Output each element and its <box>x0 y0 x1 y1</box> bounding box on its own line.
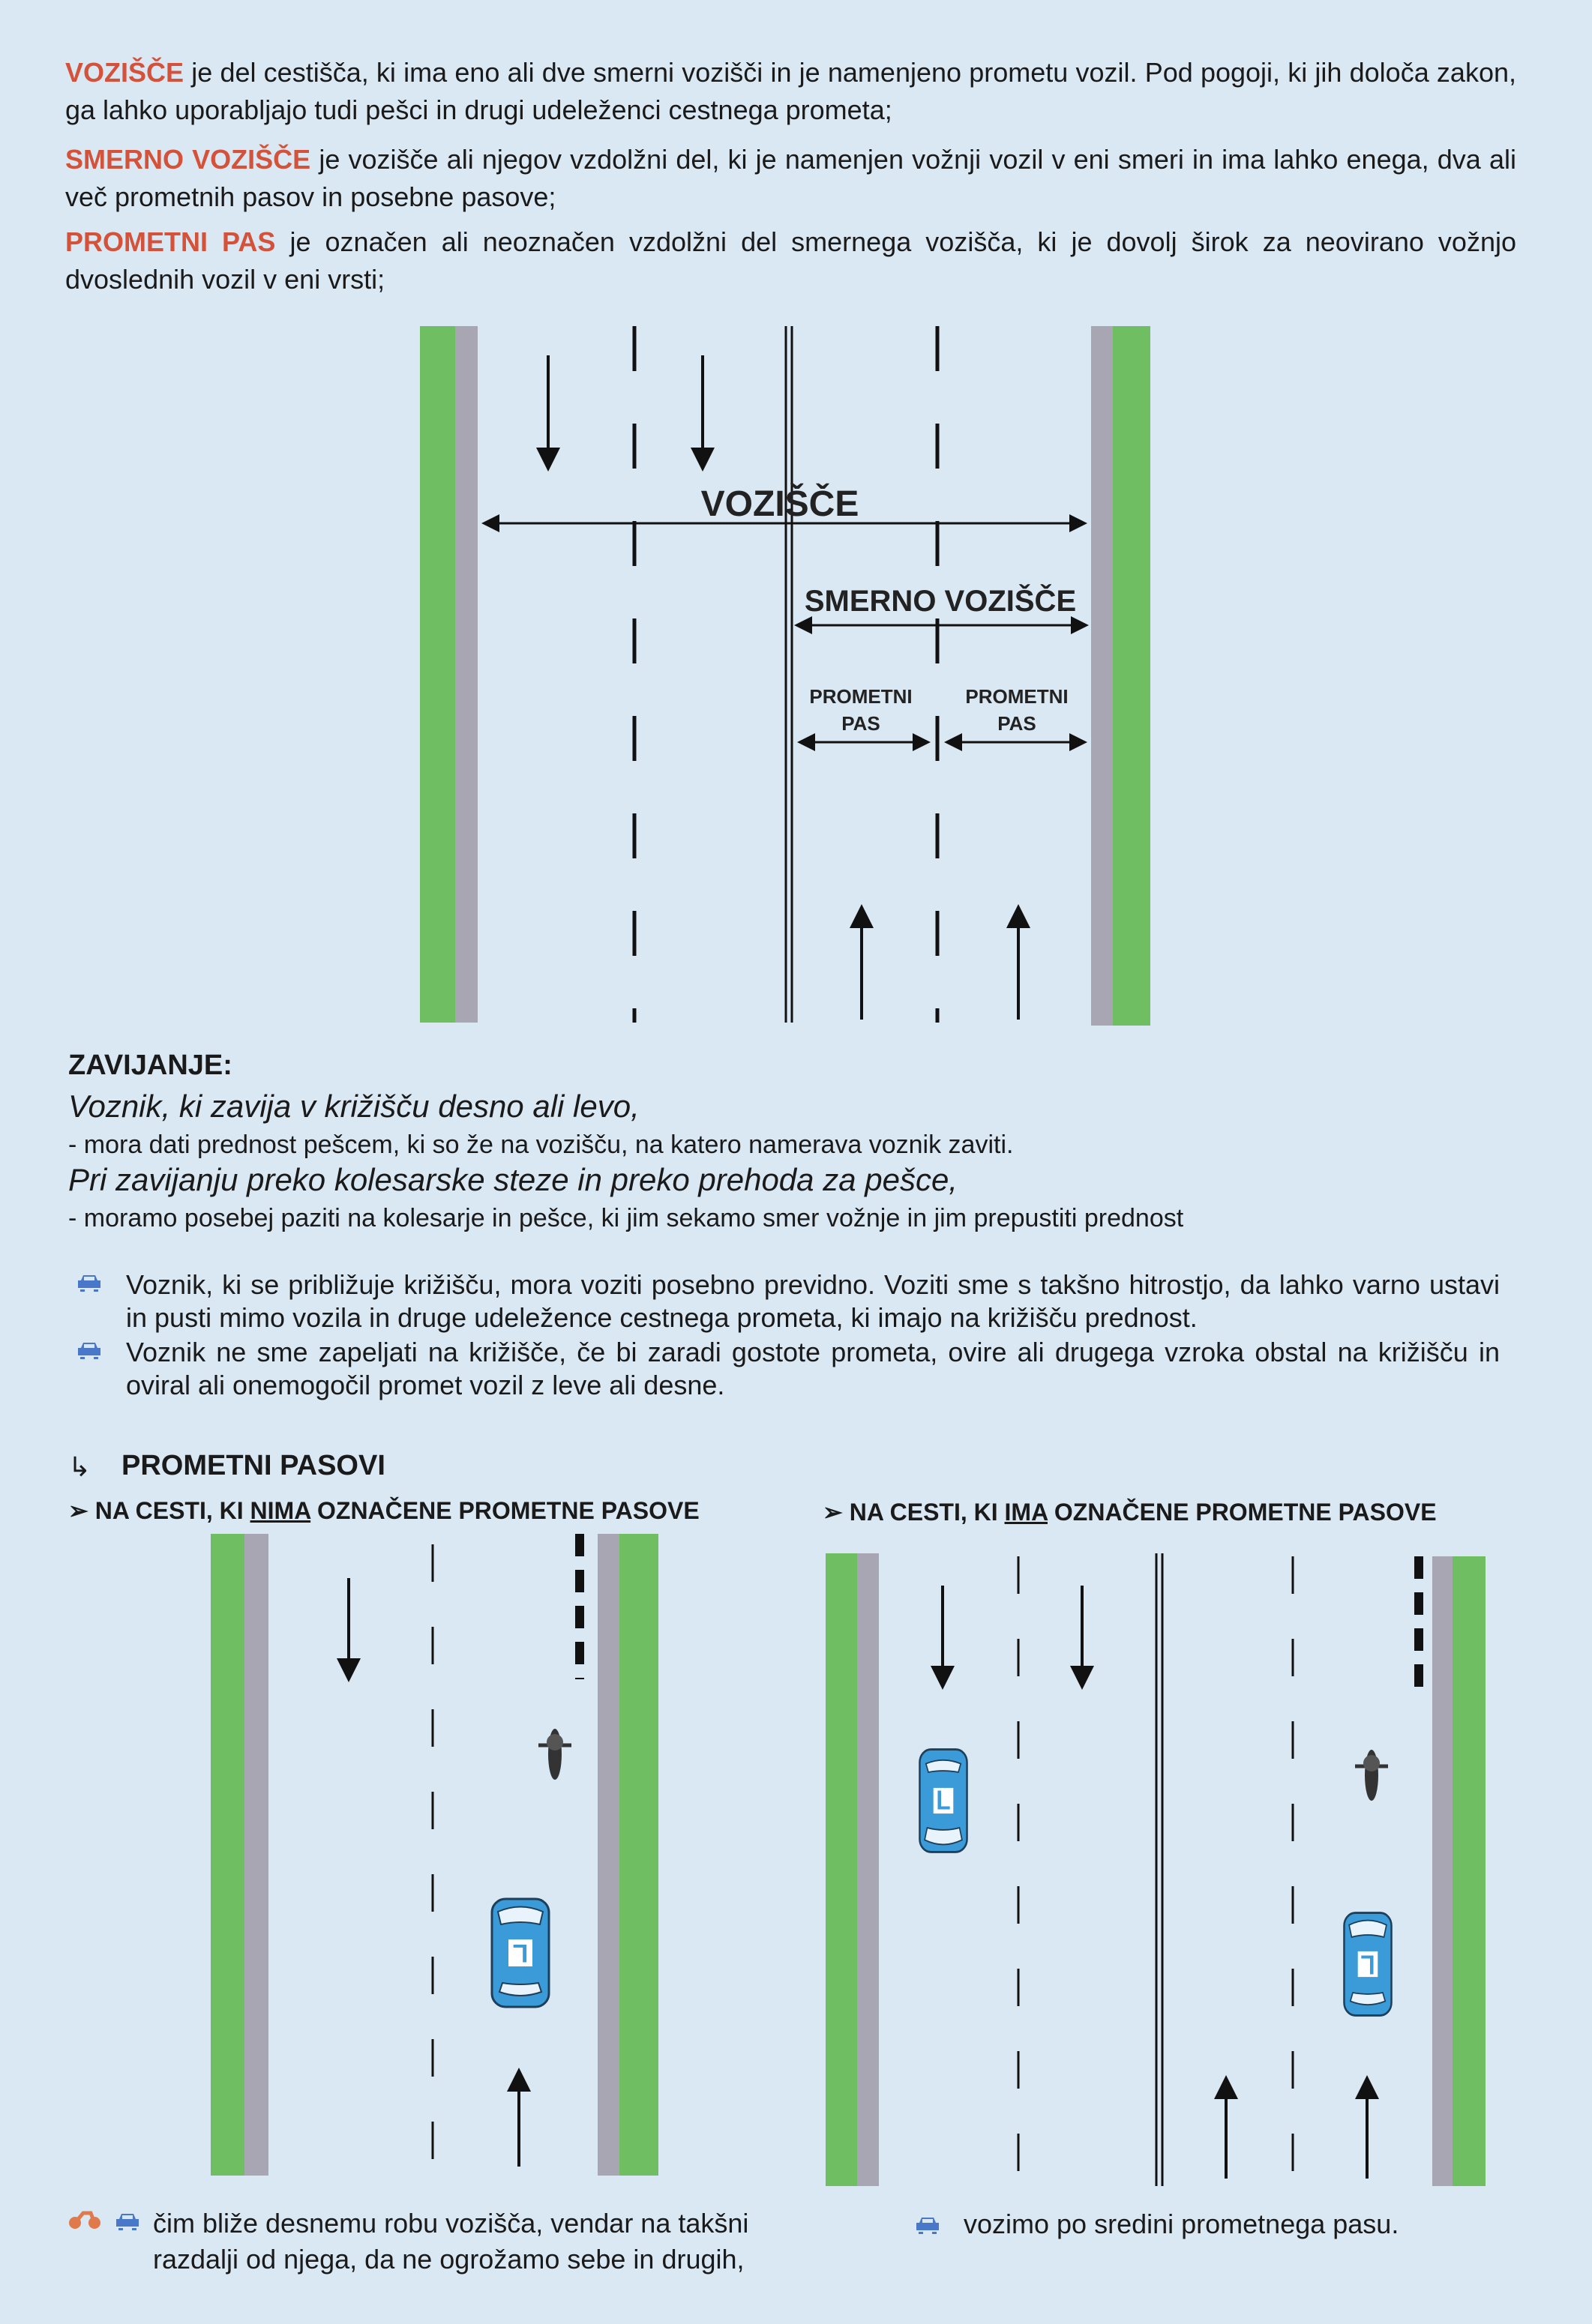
definition-text: je vozišče ali njegov vzdolžni del, ki j… <box>65 144 1517 212</box>
text: OZNAČENE PROMETNE PASOVE <box>1048 1499 1437 1526</box>
hand-pointer-icon: ↳ <box>68 1451 91 1482</box>
subheading-with-lanes: ➢ NA CESTI, KI IMA OZNAČENE PROMETNE PAS… <box>823 1499 1437 1526</box>
right-verge <box>619 1534 658 2176</box>
car-icon <box>78 1343 100 1359</box>
roadway-diagram: VOZIŠČE SMERNO VOZIŠČE PROMETNI PAS PROM… <box>420 326 1150 1026</box>
definition-text: je del cestišča, ki ima eno ali dve smer… <box>65 57 1516 125</box>
section-title-pasovi: PROMETNI PASOVI <box>121 1450 385 1481</box>
subheading-no-lanes: ➢ NA CESTI, KI NIMA OZNAČENE PROMETNE PA… <box>68 1497 700 1524</box>
label-prometni-pas: PROMETNI <box>809 685 912 708</box>
left-curb <box>455 326 478 1023</box>
bullet-text: Voznik ne sme zapeljati na križišče, če … <box>126 1337 1500 1400</box>
learner-plate: L <box>513 1939 529 1967</box>
learner-plate: L <box>1360 1949 1375 1979</box>
text: NA CESTI, KI <box>94 1497 250 1524</box>
car-icon <box>116 2214 139 2230</box>
left-verge <box>420 326 455 1023</box>
learner-plate: L <box>936 1786 950 1816</box>
learner-car-icon: L <box>919 1748 968 1853</box>
left-verge <box>211 1534 244 2176</box>
note-line: razdalji od njega, da ne ogrožamo sebe i… <box>153 2244 745 2275</box>
car-icon <box>78 1275 100 1292</box>
term: VOZIŠČE <box>65 57 184 88</box>
definition-prometni-pas: PROMETNI PAS je označen ali neoznačen vz… <box>65 223 1516 298</box>
motorcycle-icon <box>69 2211 100 2229</box>
text: IMA <box>1004 1499 1048 1526</box>
right-curb <box>1091 326 1113 1026</box>
right-curb <box>1432 1556 1453 2186</box>
italic-rule: Pri zavijanju preko kolesarske steze in … <box>68 1162 958 1197</box>
label-prometni-pas: PAS <box>841 712 880 735</box>
section-title-zavijanje: ZAVIJANJE: <box>68 1050 232 1081</box>
text: NA CESTI, KI <box>849 1499 1005 1526</box>
motorcycle-icon <box>538 1729 571 1780</box>
right-curb <box>598 1534 619 2176</box>
label-vozisce: VOZIŠČE <box>701 483 859 524</box>
note-with-lanes: vozimo po sredini prometnega pasu. <box>964 2209 1399 2239</box>
text: OZNAČENE PROMETNE PASOVE <box>310 1497 700 1524</box>
list-item: Voznik ne sme zapeljati na križišče, če … <box>78 1336 1500 1402</box>
note-line: čim bliže desnemu robu vozišča, vendar n… <box>153 2208 749 2239</box>
road-with-lanes-diagram: L L <box>826 1553 1486 2186</box>
label-prometni-pas: PAS <box>997 712 1036 735</box>
text: NIMA <box>250 1497 311 1524</box>
car-icon <box>916 2218 939 2234</box>
label-smerno-vozisce: SMERNO VOZIŠČE <box>805 583 1076 618</box>
left-curb <box>857 1553 879 2186</box>
left-curb <box>244 1534 268 2176</box>
learner-car-icon: L <box>1343 1912 1393 2017</box>
bullet-text: Voznik, ki se približuje križišču, mora … <box>126 1269 1500 1333</box>
left-verge <box>826 1553 857 2186</box>
definition-vozisce: VOZIŠČE je del cestišča, ki ima eno ali … <box>65 54 1516 129</box>
motorcycle-icon <box>1355 1750 1388 1801</box>
rule-text: - mora dati prednost pešcem, ki so že na… <box>68 1131 1014 1159</box>
right-verge <box>1113 326 1150 1026</box>
road-without-lanes-diagram: L <box>211 1534 658 2176</box>
label-prometni-pas: PROMETNI <box>965 685 1068 708</box>
term: SMERNO VOZIŠČE <box>65 144 311 175</box>
definition-smerno-vozisce: SMERNO VOZIŠČE je vozišče ali njegov vzd… <box>65 141 1516 216</box>
learner-car-icon: L <box>490 1897 550 2008</box>
italic-rule: Voznik, ki zavija v križišču desno ali l… <box>68 1089 640 1124</box>
definition-text: je označen ali neoznačen vzdolžni del sm… <box>65 226 1516 295</box>
note-no-lanes: čim bliže desnemu robu vozišča, vendar n… <box>153 2206 748 2278</box>
right-verge <box>1453 1556 1486 2186</box>
rule-text: - moramo posebej paziti na kolesarje in … <box>68 1204 1184 1232</box>
list-item: Voznik, ki se približuje križišču, mora … <box>78 1268 1500 1334</box>
term: PROMETNI PAS <box>65 226 276 257</box>
